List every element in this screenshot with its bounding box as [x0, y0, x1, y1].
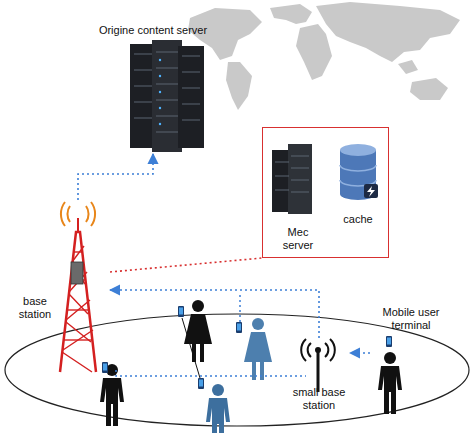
node-label: Mobile user terminal [370, 306, 452, 332]
mec-server-icon [272, 144, 312, 214]
mec-server-node: Mec server [269, 138, 327, 254]
antenna-icon [301, 339, 335, 392]
dotted-link [78, 154, 153, 200]
dotted-link [350, 352, 370, 354]
node-label: Origine content server [88, 24, 218, 37]
server-rack-icon [130, 40, 204, 152]
node-label: base station [15, 295, 55, 321]
small-base-station-node: small base station [288, 338, 350, 414]
tower-icon [60, 202, 96, 372]
base-station-node: base station [15, 200, 110, 375]
dotted-link [110, 290, 319, 338]
dotted-link [110, 258, 262, 272]
server-node: Origine content server [88, 24, 218, 154]
terminal-node: Mobile user terminal [370, 306, 452, 414]
mec-panel: Mec server cache [262, 127, 389, 258]
node-label: Mec server [276, 226, 320, 252]
cache-node: cache [331, 140, 385, 228]
world-map [188, 2, 460, 110]
cache-icon [340, 144, 378, 200]
node-label: cache [331, 213, 385, 226]
node-label: small base station [288, 386, 350, 412]
mobile-users [100, 294, 402, 433]
